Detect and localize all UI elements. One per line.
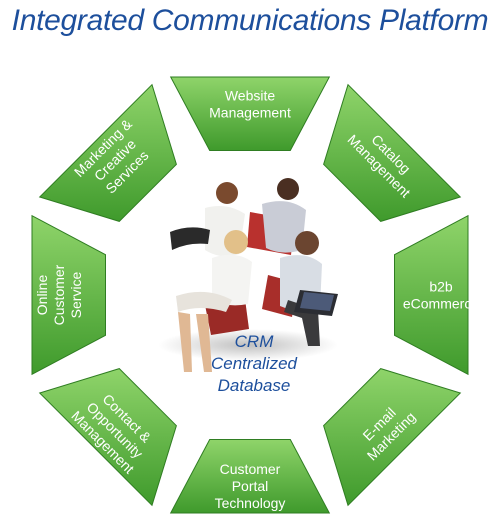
segment-label-line: Website — [225, 88, 276, 104]
segment-label-line: Online — [34, 275, 50, 316]
segment-online-customer-service: OnlineCustomerService — [32, 216, 106, 375]
center-label-line-3: Database — [218, 376, 291, 395]
segment-label-line: eCommerce — [403, 296, 479, 312]
segment-label-line: Customer — [220, 461, 281, 477]
segment-label-line: Service — [68, 271, 84, 318]
segment-label-line: Technology — [215, 495, 286, 511]
segment-contact-opportunity-management: Contact &OpportunityManagement — [40, 369, 177, 506]
segment-catalog-management: CatalogManagement — [324, 85, 461, 222]
segment-email-marketing: E-mailMarketing — [324, 369, 461, 506]
segment-label-line: Management — [209, 105, 291, 121]
center-label-line-1: CRM — [235, 332, 275, 351]
segment-label-line: Portal — [232, 478, 269, 494]
center-label-line-2: Centralized — [211, 354, 298, 373]
segment-marketing-creative-services: Marketing &CreativeServices — [40, 85, 177, 222]
segment-label-line: b2b — [429, 279, 453, 295]
segment-label-line: Customer — [51, 264, 67, 325]
